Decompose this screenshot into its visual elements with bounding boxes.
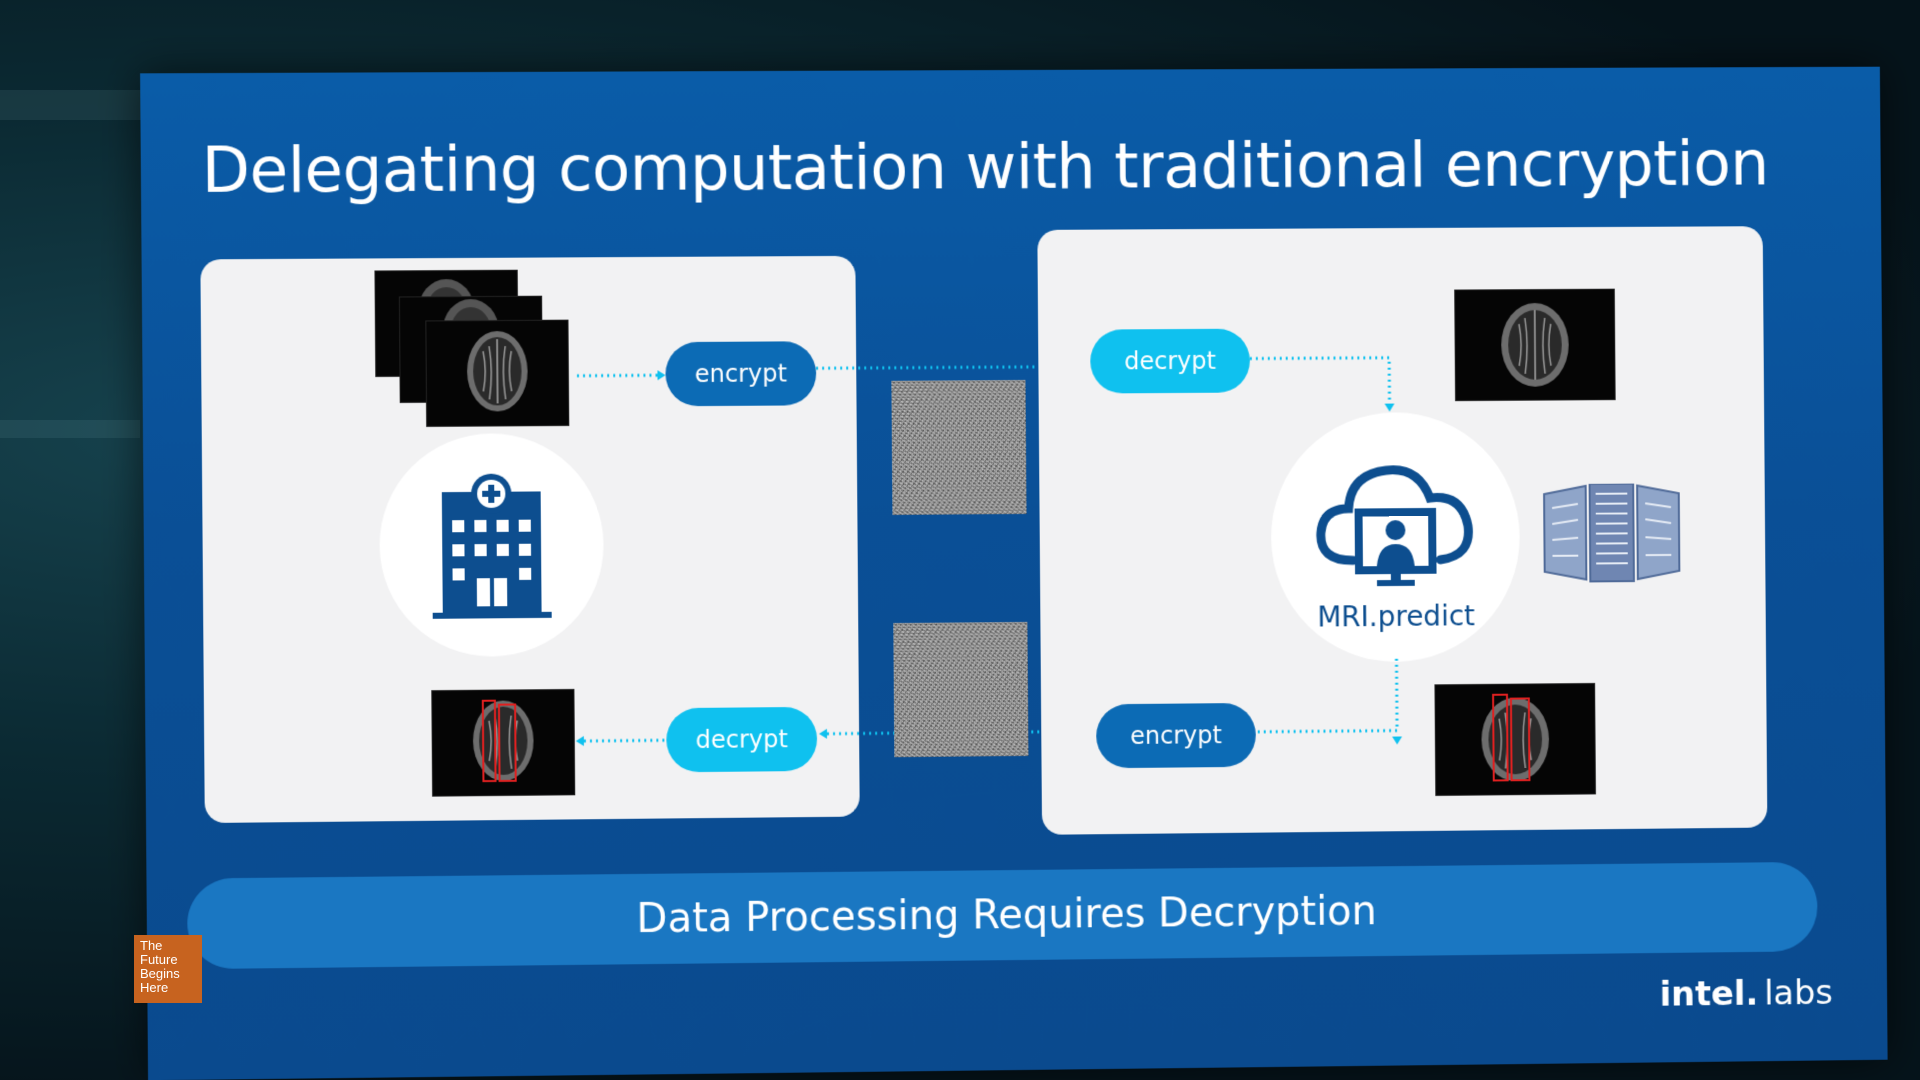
intel-labs-logo: intel.labs: [1659, 973, 1833, 1015]
hospital-icon: [432, 473, 552, 619]
encrypt-button-client: encrypt: [665, 341, 817, 407]
server-rack-icon: [1542, 483, 1681, 584]
event-tag: The Future Begins Here: [134, 935, 202, 1003]
logo-sub: labs: [1763, 972, 1833, 1014]
arrow-service-to-encrypt: [1237, 659, 1415, 745]
tag-line: Begins: [140, 966, 180, 981]
ciphertext-noise-upload: [891, 379, 1027, 515]
encrypt-button-cloud: encrypt: [1095, 702, 1257, 769]
ciphertext-noise-download: [893, 621, 1029, 758]
mri-prediction-image: [1434, 682, 1596, 796]
decrypt-button-client: decrypt: [666, 706, 818, 773]
cloud-panel: decrypt: [1037, 226, 1768, 835]
arrow-encrypt-to-decrypt-return: [818, 725, 1069, 741]
tag-line: The: [140, 938, 163, 953]
slide-title: Delegating computation with traditional …: [201, 126, 1769, 207]
arrow-decrypt-to-service: [1250, 352, 1400, 412]
presentation-slide: Delegating computation with traditional …: [140, 66, 1888, 1080]
logo-brand: intel.: [1659, 973, 1759, 1015]
conclusion-banner: Data Processing Requires Decryption: [187, 861, 1818, 970]
arrow-decrypt-to-result: [575, 734, 669, 747]
cloud-doctor-icon: [1312, 452, 1478, 589]
tag-line: Here: [140, 980, 169, 995]
mri-scan-image: [425, 319, 570, 427]
mri-decrypted-image: [1454, 288, 1616, 402]
hospital-circle: [378, 432, 605, 658]
arrow-encrypt-to-decrypt: [816, 360, 1051, 376]
background-beam: [0, 420, 140, 438]
service-label: MRI.predict: [1317, 599, 1476, 634]
background-beam: [0, 90, 150, 120]
arrow-images-to-encrypt: [577, 369, 666, 382]
tag-line: Future: [140, 952, 178, 967]
client-panel: encrypt: [200, 255, 860, 824]
decrypt-button-cloud: decrypt: [1090, 328, 1251, 394]
mri-result-image: [431, 688, 576, 797]
service-circle: MRI.predict: [1270, 411, 1521, 663]
